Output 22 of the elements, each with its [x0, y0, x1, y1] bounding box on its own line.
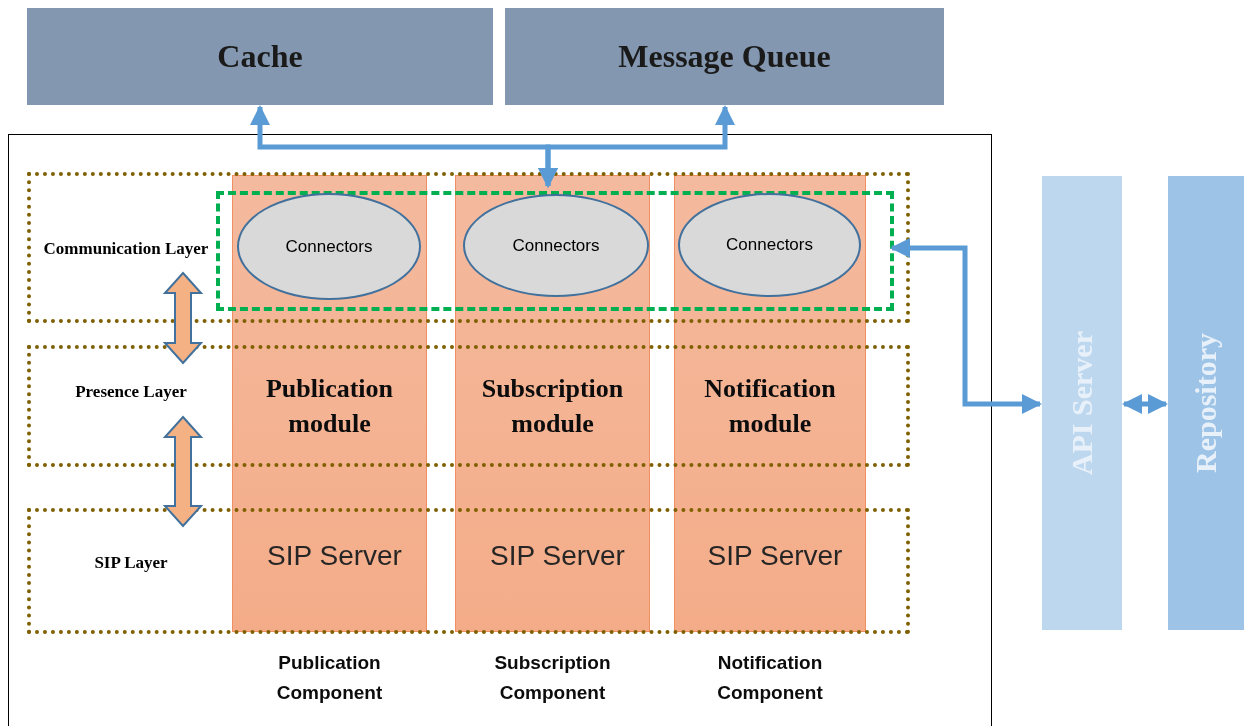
arrow: [1122, 394, 1168, 414]
component-label: Subscription Component: [493, 651, 612, 705]
server-box: Cache: [27, 8, 493, 105]
arrow: [538, 105, 735, 188]
server-column: [1168, 176, 1244, 630]
server-label: SIP Server: [266, 540, 403, 572]
double-arrow: [162, 271, 204, 365]
module-label: Subscription module: [480, 373, 625, 440]
module-label: Notification module: [703, 373, 837, 440]
double-arrow: [162, 415, 204, 528]
server-box: Message Queue: [505, 8, 944, 105]
component-label: Publication Component: [275, 651, 384, 705]
vertical-label: Repository: [1189, 333, 1223, 473]
layer-label: Presence Layer: [74, 381, 188, 403]
module-label: Publication module: [264, 373, 395, 440]
arrow: [890, 238, 1042, 414]
component-label: Notification Component: [716, 651, 824, 705]
layer-label: Communication Layer: [42, 238, 210, 260]
server-column: [1042, 176, 1122, 630]
server-label: SIP Server: [489, 540, 626, 572]
server-label: SIP Server: [706, 540, 844, 572]
layer-label: SIP Layer: [93, 552, 169, 574]
